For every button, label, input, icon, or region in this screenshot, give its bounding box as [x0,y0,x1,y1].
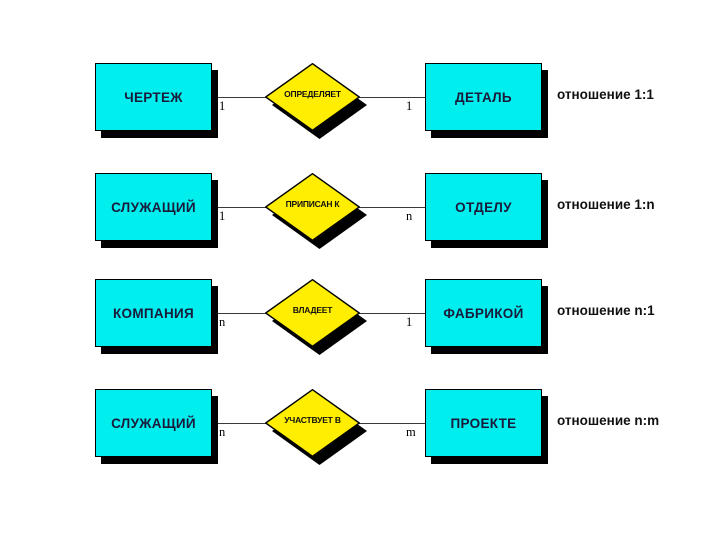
relationship-label: ПРИПИСАН К [285,199,340,209]
cardinality-right: 1 [406,99,413,113]
diamond-outline-icon [265,389,360,457]
cardinality-left: n [219,315,226,329]
relationship-diamond[interactable]: ПРИПИСАН К [265,173,367,249]
entity-box-right[interactable]: ФАБРИКОЙ [425,279,542,347]
er-relationship-row: СЛУЖАЩИЙ УЧАСТВУЕТ В n m ПРОЕКТЕ отношен… [0,373,720,473]
connector-line-left [212,97,316,98]
cardinality-left: 1 [219,209,226,223]
cardinality-right: m [406,425,416,439]
diamond-outline-icon [265,279,360,347]
entity-label: СЛУЖАЩИЙ [111,415,196,431]
entity-label: ПРОЕКТЕ [450,415,517,431]
relationship-type-caption: отношение n:1 [557,303,655,318]
relationship-label: УЧАСТВУЕТ В [284,415,341,425]
connector-line-right [358,313,425,314]
connector-line-right [358,207,425,208]
er-relationship-row: ЧЕРТЕЖ ОПРЕДЕЛЯЕТ 1 1 ДЕТАЛЬ отношение 1… [0,47,720,147]
entity-label: ДЕТАЛЬ [455,89,512,105]
connector-line-left [212,313,316,314]
diamond-outline-icon [265,173,360,241]
er-relationship-row: СЛУЖАЩИЙ ПРИПИСАН К 1 n ОТДЕЛУ отношение… [0,157,720,257]
connector-line-left [212,207,316,208]
entity-box-right[interactable]: ПРОЕКТЕ [425,389,542,457]
cardinality-left: 1 [219,99,226,113]
entity-box-right[interactable]: ДЕТАЛЬ [425,63,542,131]
entity-box-left[interactable]: СЛУЖАЩИЙ [95,173,212,241]
er-relationship-row: КОМПАНИЯ ВЛАДЕЕТ n 1 ФАБРИКОЙ отношение … [0,263,720,363]
relationship-diamond[interactable]: ОПРЕДЕЛЯЕТ [265,63,367,139]
entity-box-left[interactable]: СЛУЖАЩИЙ [95,389,212,457]
relationship-type-caption: отношение 1:n [557,197,655,212]
connector-line-left [212,423,316,424]
relationship-label: ОПРЕДЕЛЯЕТ [284,89,341,99]
connector-line-right [358,97,425,98]
entity-box-left[interactable]: КОМПАНИЯ [95,279,212,347]
cardinality-left: n [219,425,226,439]
entity-label: ОТДЕЛУ [455,199,512,215]
entity-label: ФАБРИКОЙ [443,305,524,321]
entity-label: ЧЕРТЕЖ [124,89,183,105]
diamond-outline-icon [265,63,360,131]
cardinality-right: 1 [406,315,413,329]
relationship-type-caption: отношение 1:1 [557,87,654,102]
entity-label: КОМПАНИЯ [113,305,194,321]
entity-box-right[interactable]: ОТДЕЛУ [425,173,542,241]
relationship-type-caption: отношение n:m [557,413,660,428]
relationship-diamond[interactable]: УЧАСТВУЕТ В [265,389,367,465]
relationship-label: ВЛАДЕЕТ [292,305,333,315]
entity-box-left[interactable]: ЧЕРТЕЖ [95,63,212,131]
relationship-diamond[interactable]: ВЛАДЕЕТ [265,279,367,355]
cardinality-right: n [406,209,413,223]
entity-label: СЛУЖАЩИЙ [111,199,196,215]
connector-line-right [358,423,425,424]
